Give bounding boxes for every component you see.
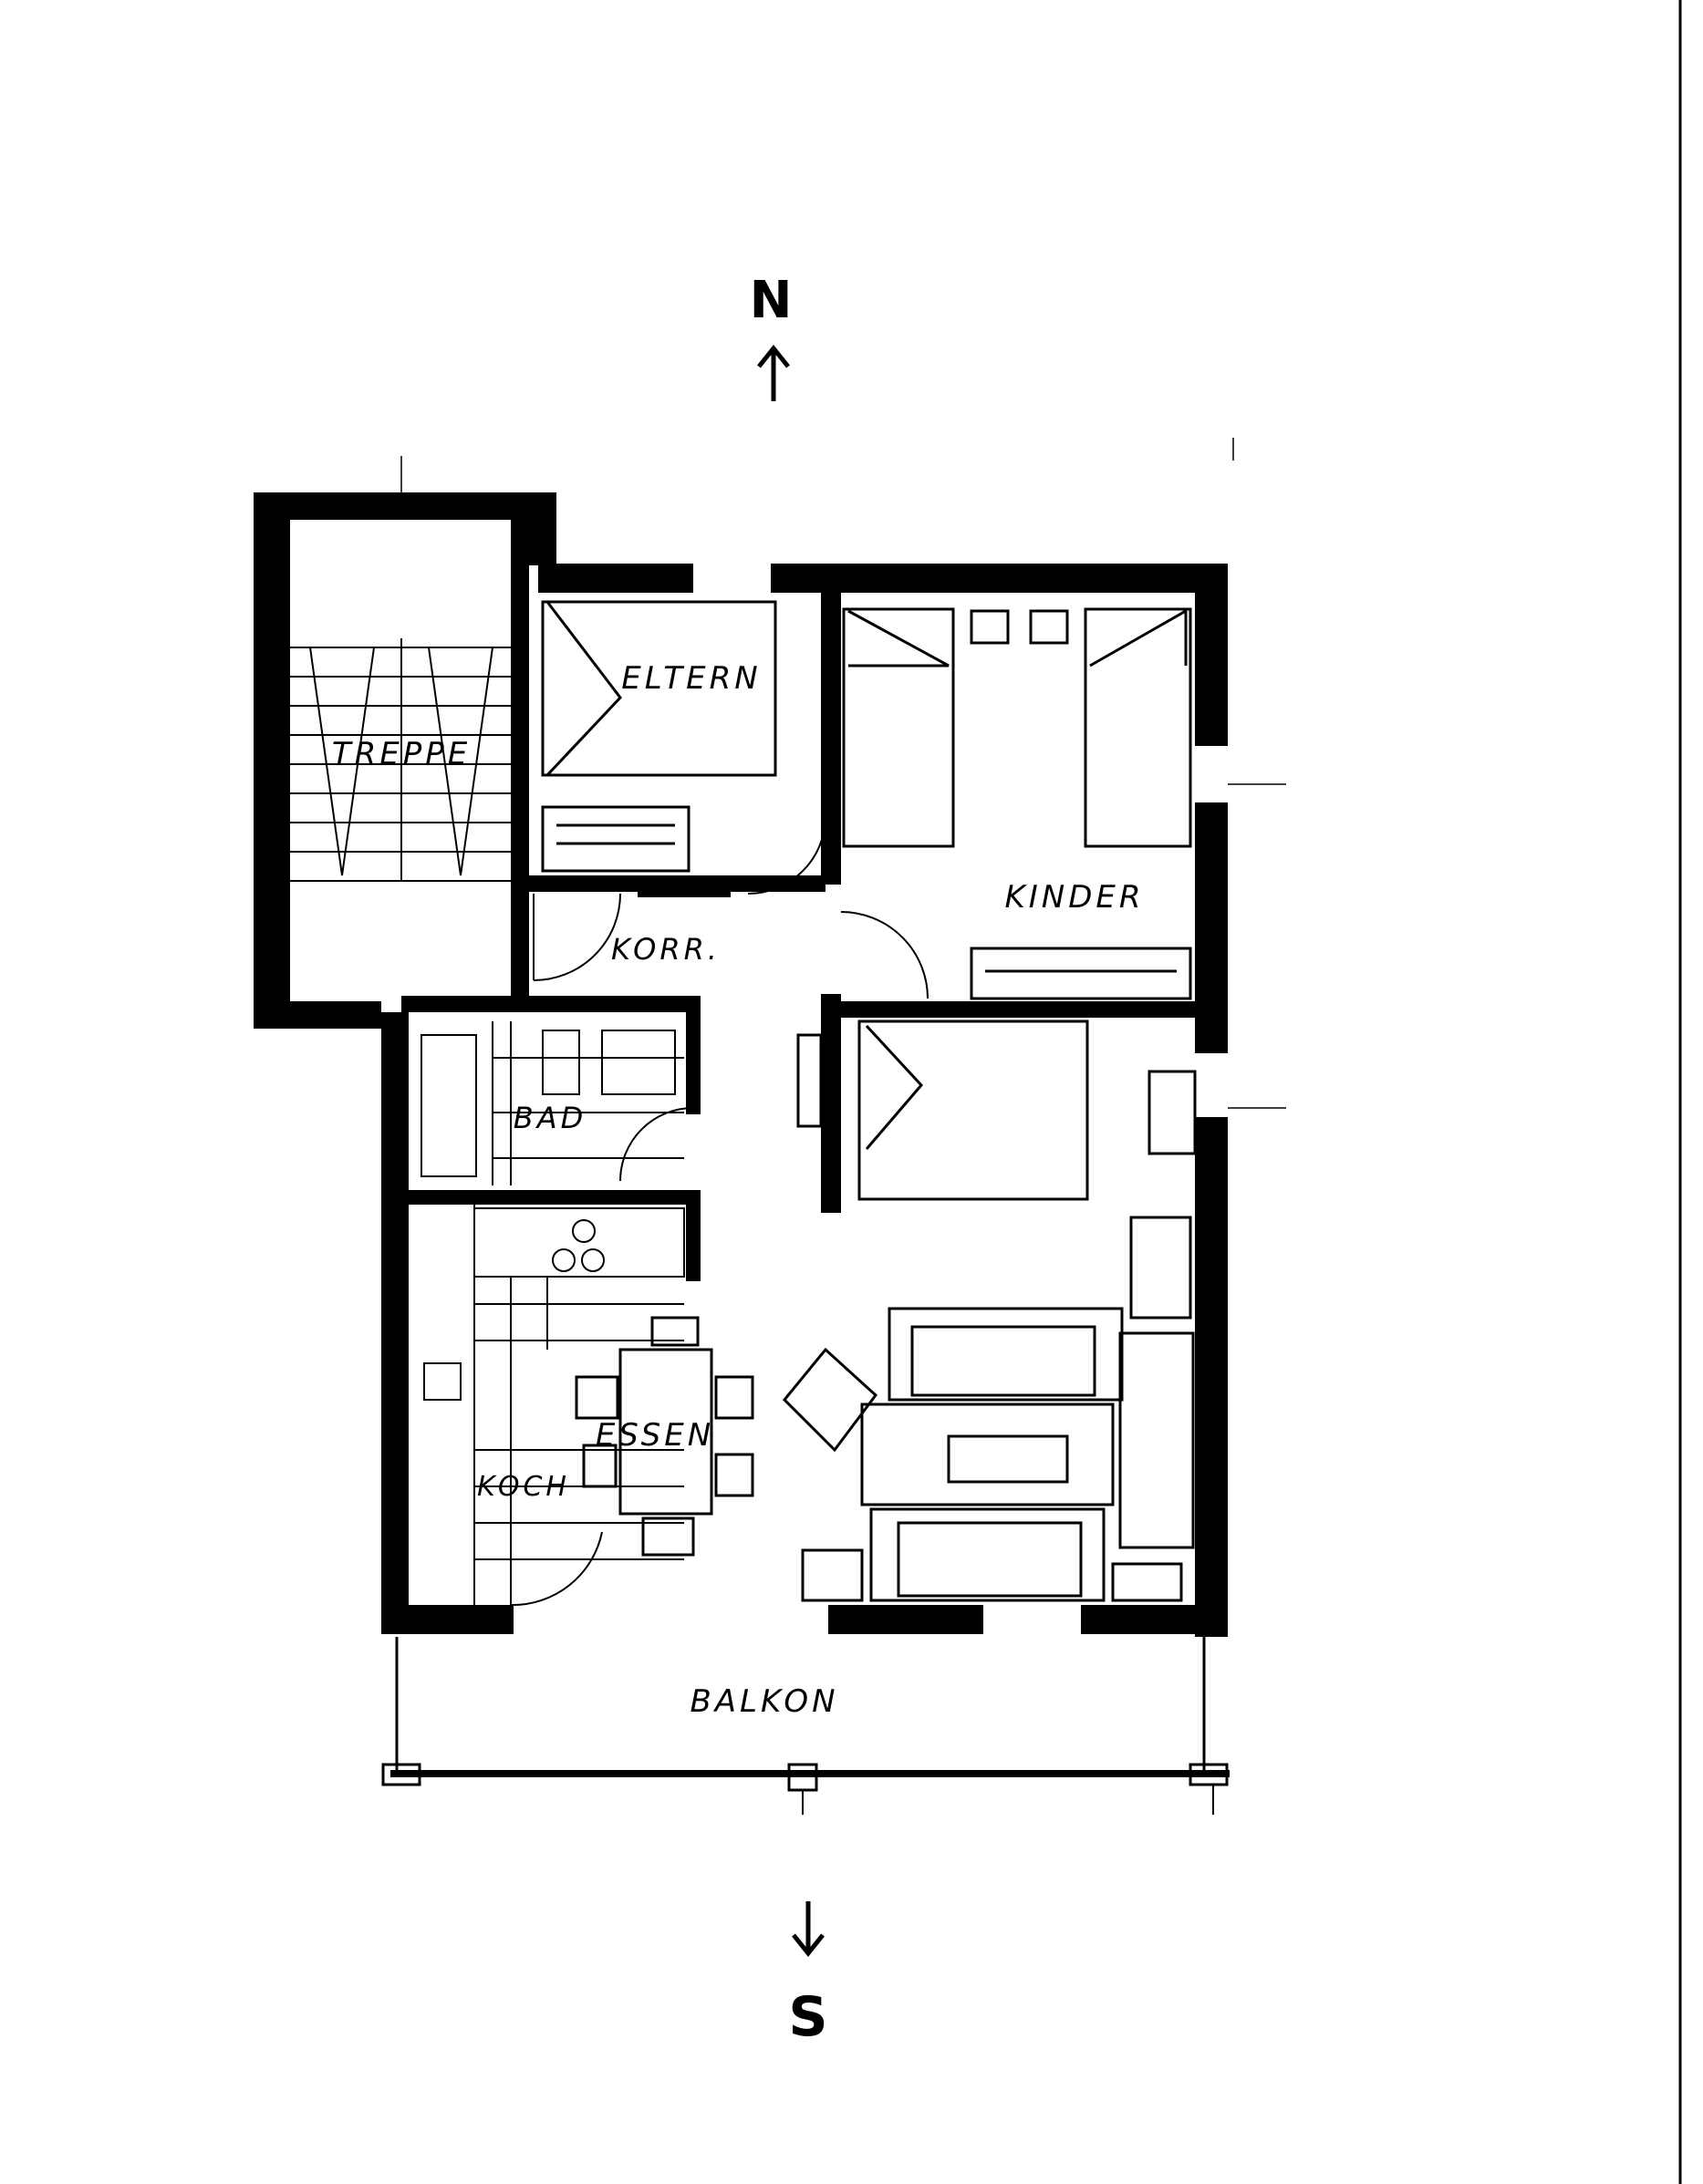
room-label-kinder: KINDER bbox=[1004, 879, 1144, 916]
living-room-furniture bbox=[782, 1216, 1195, 1602]
bad-fixtures bbox=[421, 1021, 684, 1185]
room-label-treppe: TREPPE bbox=[332, 736, 471, 772]
room-label-korr: KORR. bbox=[611, 932, 721, 967]
room-label-bad: BAD bbox=[514, 1101, 587, 1135]
room-furniture-middle bbox=[796, 1020, 1197, 1201]
stair-treads bbox=[290, 638, 511, 882]
room-labels: TREPPE ELTERN KINDER KORR. BAD ESSEN KOC… bbox=[332, 660, 1144, 1720]
interior-walls bbox=[401, 520, 1195, 1281]
south-compass: S bbox=[788, 1901, 828, 2049]
kitchen-fixtures bbox=[423, 1204, 685, 1607]
north-arrow-head-icon bbox=[757, 344, 790, 368]
kinder-furniture bbox=[842, 607, 1192, 1000]
window-markers bbox=[400, 438, 1286, 1109]
room-label-eltern: ELTERN bbox=[621, 660, 761, 697]
south-arrow-head-icon bbox=[792, 1933, 825, 1958]
north-compass: N bbox=[750, 271, 793, 401]
room-label-essen: ESSEN bbox=[596, 1417, 714, 1454]
doors bbox=[533, 815, 929, 1182]
dining-set bbox=[575, 1316, 754, 1557]
north-label: N bbox=[750, 271, 793, 330]
room-label-koch: KOCH bbox=[477, 1471, 570, 1503]
balcony bbox=[381, 1637, 1230, 1815]
south-label: S bbox=[788, 1985, 827, 2049]
eltern-furniture bbox=[541, 600, 777, 873]
room-label-balkon: BALKON bbox=[690, 1683, 838, 1720]
